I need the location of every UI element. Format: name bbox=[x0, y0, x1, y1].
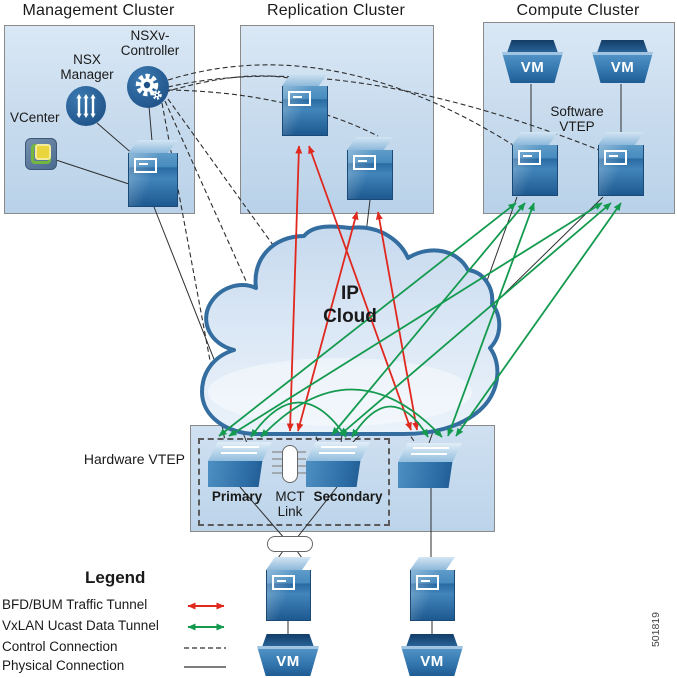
nsx-manager-icon bbox=[66, 86, 106, 126]
port-channel-icon bbox=[267, 536, 313, 552]
management-server-icon bbox=[128, 140, 178, 207]
replication-server1-icon bbox=[282, 73, 328, 136]
hardware-vtep-label: Hardware VTEP bbox=[83, 451, 185, 467]
mct-link-label: MCT Link bbox=[275, 489, 305, 519]
replication-server2-icon bbox=[347, 137, 393, 200]
bottom-vm-right-icon: VM bbox=[401, 634, 463, 676]
secondary-label: Secondary bbox=[313, 489, 383, 504]
ip-cloud-label: IP Cloud bbox=[323, 283, 377, 327]
vm-label: VM bbox=[420, 652, 444, 670]
figure-id: 501819 bbox=[650, 612, 662, 648]
red-arrow-sample bbox=[182, 599, 230, 617]
standalone-switch-icon bbox=[398, 443, 462, 488]
legend-item-control: Control Connection bbox=[2, 639, 118, 654]
vsphere-logo-yellow bbox=[35, 144, 51, 160]
legend-item-vxlan: VxLAN Ucast Data Tunnel bbox=[2, 618, 159, 633]
compute-cluster-title: Compute Cluster bbox=[516, 2, 640, 19]
nsx-manager-label: NSX Manager bbox=[60, 52, 114, 82]
vm-label: VM bbox=[520, 59, 545, 76]
mct-link-icon bbox=[282, 445, 298, 483]
compute-server1-icon bbox=[512, 132, 558, 196]
legend-item-bfd: BFD/BUM Traffic Tunnel bbox=[2, 597, 148, 612]
management-cluster-title: Management Cluster bbox=[22, 2, 175, 19]
compute-vm1-icon: VM bbox=[502, 40, 563, 83]
nsxv-controller-label: NSXv- Controller bbox=[120, 28, 180, 58]
primary-switch-icon bbox=[208, 442, 272, 487]
vxlan-ucast-tunnels bbox=[218, 202, 622, 438]
software-vtep-label: Software VTEP bbox=[550, 104, 604, 134]
replication-cluster-title: Replication Cluster bbox=[266, 2, 406, 19]
bottom-server-right-icon bbox=[410, 557, 455, 621]
legend-item-physical: Physical Connection bbox=[2, 658, 125, 673]
green-arrow-sample bbox=[182, 620, 230, 638]
vcenter-icon bbox=[25, 138, 57, 170]
bottom-server-left-icon bbox=[266, 557, 311, 621]
primary-label: Primary bbox=[211, 489, 263, 504]
compute-server2-icon bbox=[598, 132, 644, 196]
vm-label: VM bbox=[276, 652, 300, 670]
sliders-icon bbox=[76, 94, 96, 118]
solid-line-sample bbox=[182, 660, 230, 678]
dashed-line-sample bbox=[182, 641, 230, 659]
secondary-switch-icon bbox=[306, 442, 370, 487]
bottom-vm-left-icon: VM bbox=[257, 634, 319, 676]
compute-vm2-icon: VM bbox=[592, 40, 653, 83]
gear-icon bbox=[135, 73, 162, 100]
vm-label: VM bbox=[610, 59, 635, 76]
legend-title: Legend bbox=[85, 568, 146, 587]
mlag-dashed-box bbox=[198, 438, 390, 526]
vcenter-label: VCenter bbox=[10, 110, 60, 125]
nsxv-controller-icon bbox=[127, 66, 169, 108]
